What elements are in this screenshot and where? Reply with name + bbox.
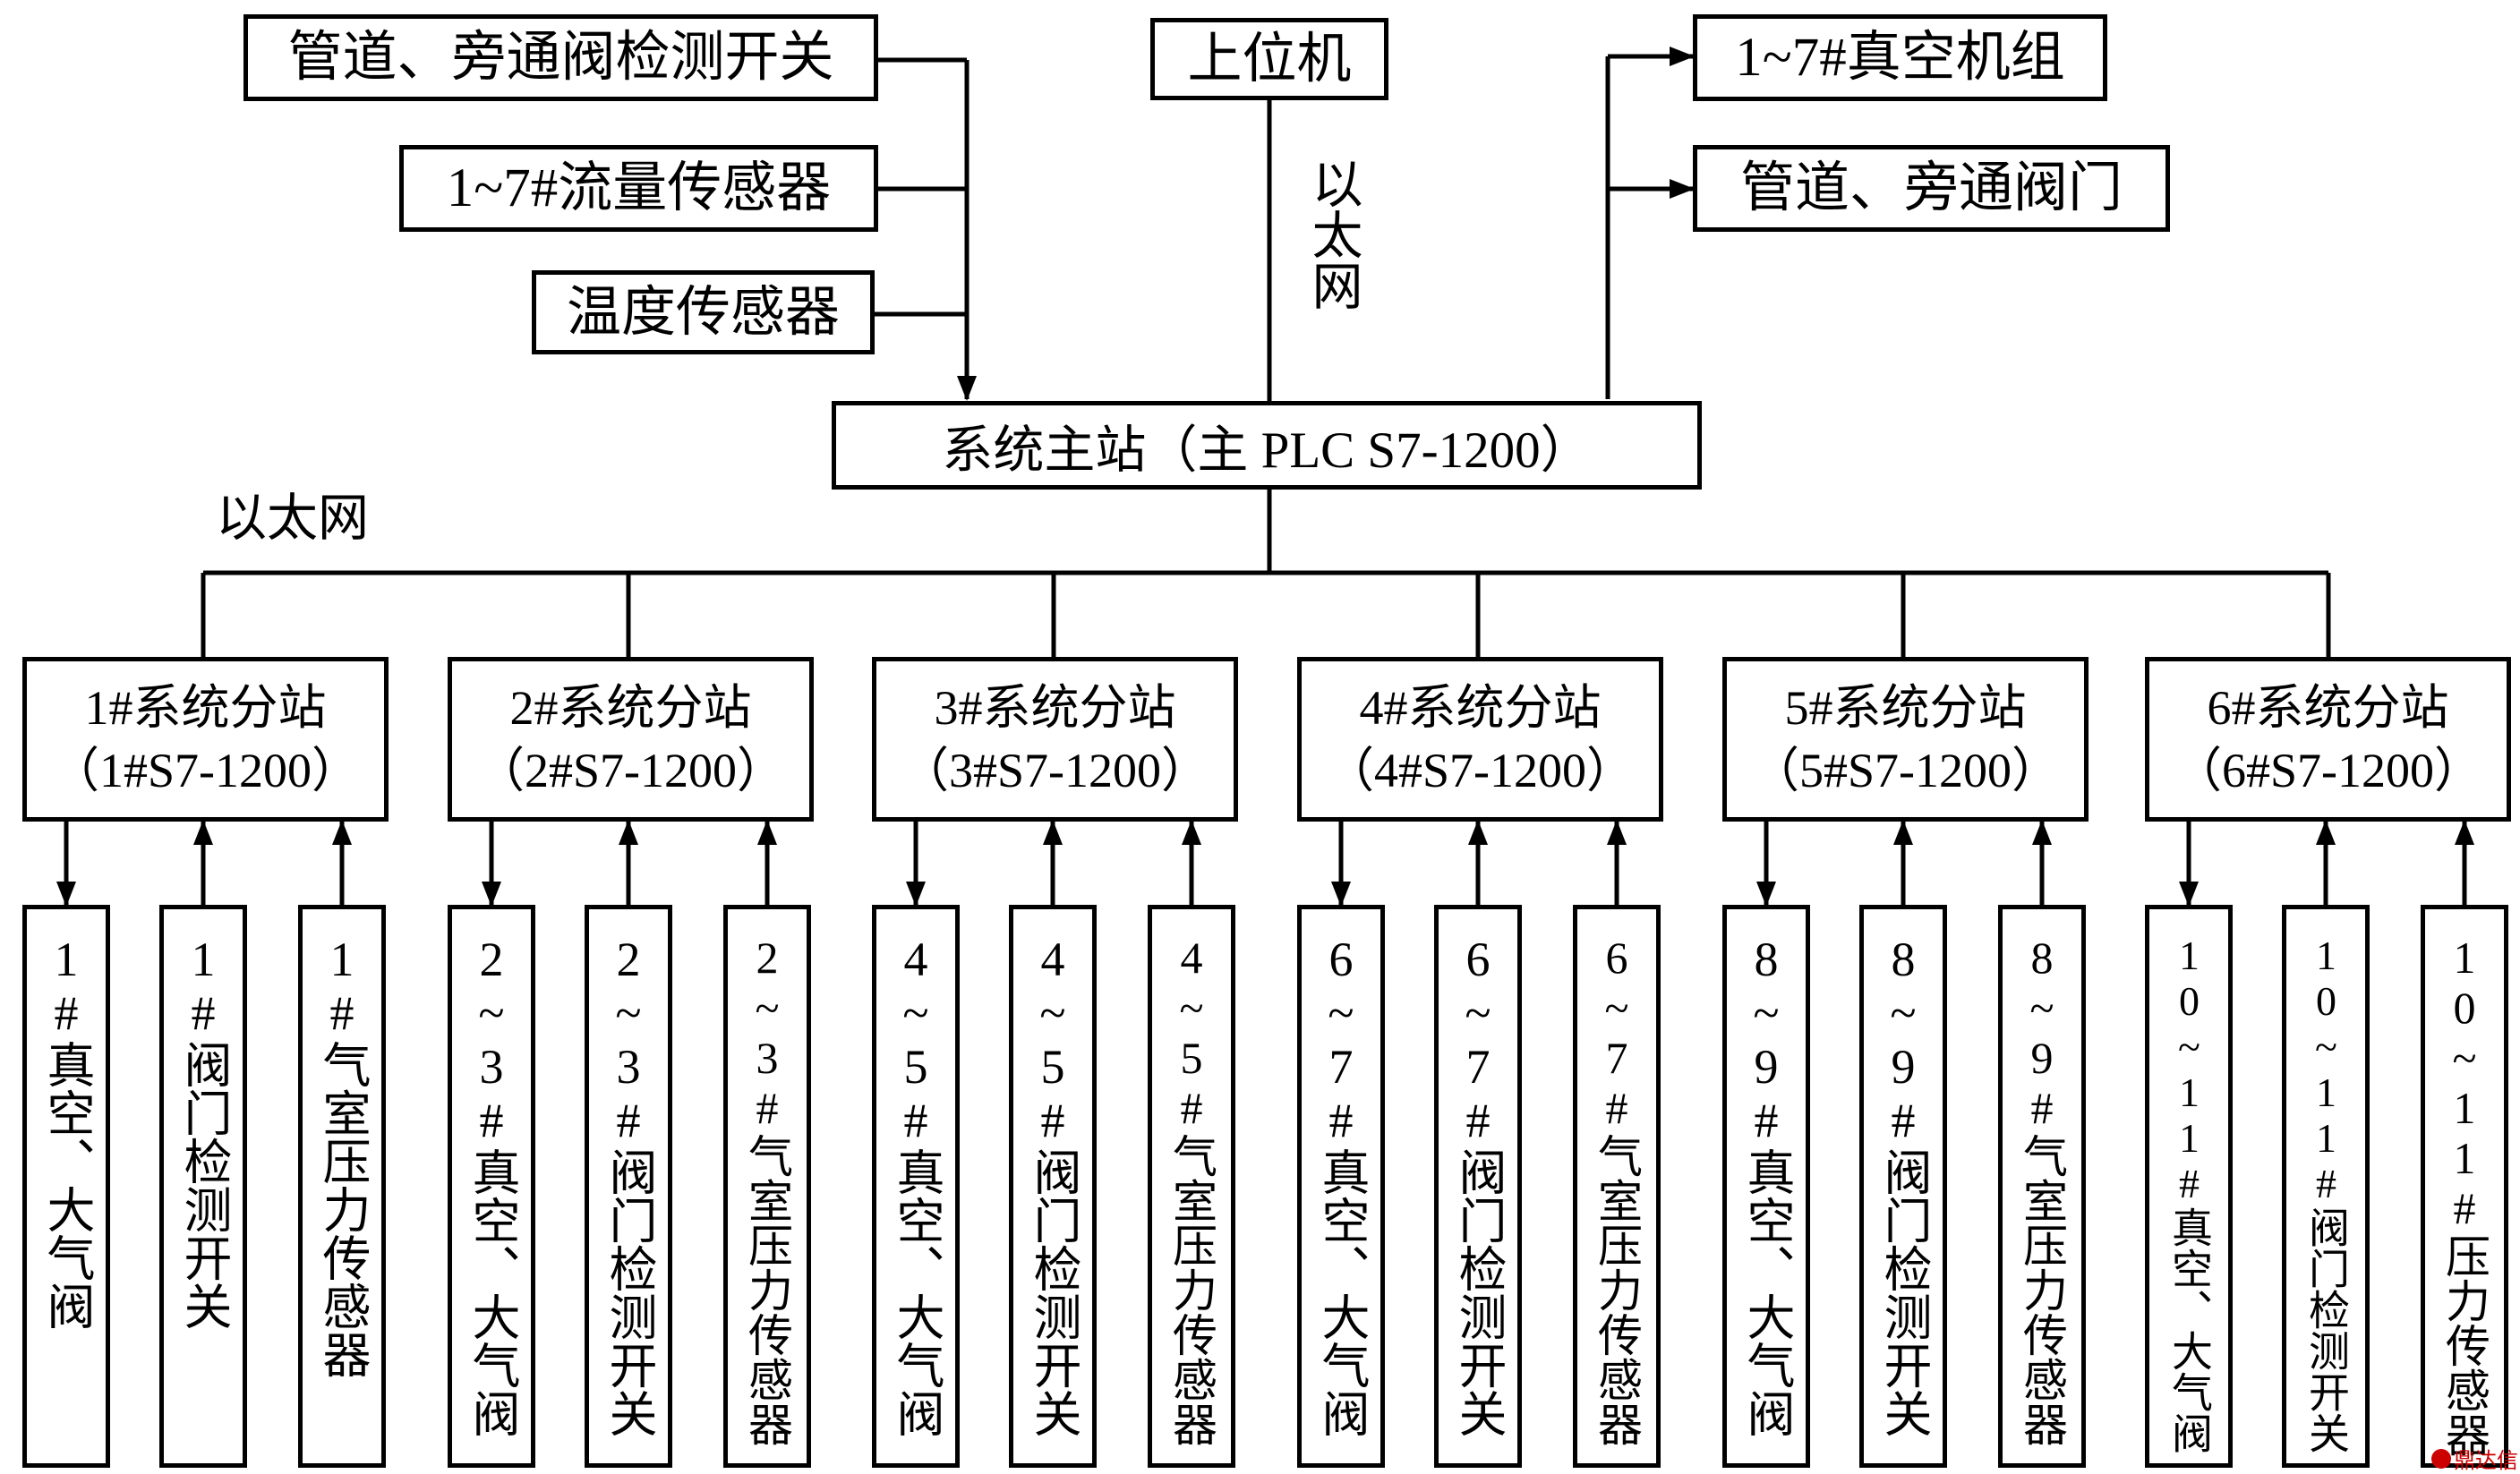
device-box: 6~7#真空、大气阀 bbox=[1297, 905, 1385, 1468]
output-box-vacuum-units: 1~7#真空机组 bbox=[1693, 14, 2107, 101]
device-label: 8~9#真空、大气阀 bbox=[1739, 933, 1793, 1437]
device-box: 10~11#真空、大气阀 bbox=[2145, 905, 2233, 1468]
device-box: 8~9#阀门检测开关 bbox=[1859, 905, 1947, 1468]
device-box: 8~9#真空、大气阀 bbox=[1722, 905, 1810, 1468]
device-label: 2~3#真空、大气阀 bbox=[465, 933, 518, 1437]
host-label: 上位机 bbox=[1187, 29, 1352, 89]
device-box: 6~7#阀门检测开关 bbox=[1434, 905, 1522, 1468]
device-label: 1#阀门检测开关 bbox=[176, 933, 230, 1330]
device-label: 10~11#压力传感器 bbox=[2439, 933, 2490, 1457]
sub-station-name: 2#系统分站 bbox=[509, 680, 752, 735]
watermark-logo: 鼎达信 bbox=[2431, 1443, 2518, 1474]
sub-station-name: 3#系统分站 bbox=[934, 680, 1176, 735]
sub-station-box: 2#系统分站 （2#S7-1200） bbox=[448, 657, 814, 822]
output-label: 1~7#真空机组 bbox=[1735, 28, 2065, 88]
sub-station-box: 1#系统分站 （1#S7-1200） bbox=[22, 657, 389, 822]
device-box: 2~3#气室压力传感器 bbox=[723, 905, 811, 1468]
device-label: 1#真空、大气阀 bbox=[39, 933, 93, 1330]
device-label: 4~5#气室压力传感器 bbox=[1166, 933, 1217, 1446]
device-label: 10~11#真空、大气阀 bbox=[2166, 933, 2212, 1453]
device-box: 10~11#压力传感器 bbox=[2421, 905, 2508, 1468]
sub-station-plc: （3#S7-1200） bbox=[900, 744, 1209, 797]
watermark-seal-icon bbox=[2431, 1448, 2451, 1469]
device-label: 6~7#阀门检测开关 bbox=[1451, 933, 1505, 1437]
sub-station-plc: （1#S7-1200） bbox=[50, 744, 360, 797]
sub-station-name: 5#系统分站 bbox=[1784, 680, 2027, 735]
output-box-pipe-bypass-valves: 管道、旁通阀门 bbox=[1693, 145, 2170, 232]
device-label: 10~11#阀门检测开关 bbox=[2303, 933, 2349, 1453]
sub-station-box: 6#系统分站 （6#S7-1200） bbox=[2145, 657, 2511, 822]
sub-station-plc: （2#S7-1200） bbox=[475, 744, 785, 797]
device-label: 8~9#阀门检测开关 bbox=[1876, 933, 1930, 1437]
device-box: 2~3#真空、大气阀 bbox=[448, 905, 535, 1468]
device-label: 2~3#气室压力传感器 bbox=[742, 933, 792, 1446]
watermark-text: 鼎达信 bbox=[2454, 1448, 2518, 1473]
input-box-temperature-sensor: 温度传感器 bbox=[532, 270, 875, 354]
input-box-flow-sensors: 1~7#流量传感器 bbox=[399, 145, 878, 232]
input-label: 温度传感器 bbox=[566, 282, 840, 343]
master-label: 系统主站（主 PLC S7-1200） bbox=[942, 422, 1592, 479]
device-label: 6~7#真空、大气阀 bbox=[1314, 933, 1368, 1437]
device-label: 6~7#气室压力传感器 bbox=[1592, 933, 1642, 1446]
sub-station-box: 3#系统分站 （3#S7-1200） bbox=[872, 657, 1238, 822]
device-box: 4~5#阀门检测开关 bbox=[1009, 905, 1097, 1468]
master-station-box: 系统主站（主 PLC S7-1200） bbox=[832, 401, 1702, 490]
input-label: 1~7#流量传感器 bbox=[446, 158, 832, 218]
sub-station-plc: （5#S7-1200） bbox=[1750, 744, 2060, 797]
output-label: 管道、旁通阀门 bbox=[1739, 158, 2123, 218]
sub-station-plc: （4#S7-1200） bbox=[1325, 744, 1635, 797]
device-label: 4~5#阀门检测开关 bbox=[1026, 933, 1080, 1437]
sub-station-box: 4#系统分站 （4#S7-1200） bbox=[1297, 657, 1663, 822]
device-box: 4~5#气室压力传感器 bbox=[1148, 905, 1235, 1468]
bus-ethernet-label: 以太网 bbox=[216, 490, 369, 547]
sub-station-name: 1#系统分站 bbox=[84, 680, 327, 735]
host-computer-box: 上位机 bbox=[1150, 18, 1388, 100]
device-box: 8~9#气室压力传感器 bbox=[1998, 905, 2086, 1468]
device-label: 2~3#阀门检测开关 bbox=[602, 933, 655, 1437]
device-box: 1#气室压力传感器 bbox=[298, 905, 386, 1468]
device-box: 1#真空、大气阀 bbox=[22, 905, 110, 1468]
input-box-pipe-bypass-switch: 管道、旁通阀检测开关 bbox=[243, 14, 878, 101]
device-box: 10~11#阀门检测开关 bbox=[2282, 905, 2370, 1468]
sub-station-plc: （6#S7-1200） bbox=[2173, 744, 2482, 797]
sub-station-name: 6#系统分站 bbox=[2207, 680, 2449, 735]
host-ethernet-label: 以太网 bbox=[1304, 158, 1361, 311]
device-box: 4~5#真空、大气阀 bbox=[872, 905, 960, 1468]
sub-station-name: 4#系统分站 bbox=[1359, 680, 1602, 735]
device-box: 2~3#阀门检测开关 bbox=[585, 905, 672, 1468]
device-label: 1#气室压力传感器 bbox=[315, 933, 369, 1378]
device-label: 8~9#气室压力传感器 bbox=[2017, 933, 2067, 1446]
device-label: 4~5#真空、大气阀 bbox=[889, 933, 943, 1437]
sub-station-box: 5#系统分站 （5#S7-1200） bbox=[1722, 657, 2089, 822]
device-box: 6~7#气室压力传感器 bbox=[1573, 905, 1661, 1468]
device-box: 1#阀门检测开关 bbox=[159, 905, 247, 1468]
input-label: 管道、旁通阀检测开关 bbox=[287, 28, 834, 88]
